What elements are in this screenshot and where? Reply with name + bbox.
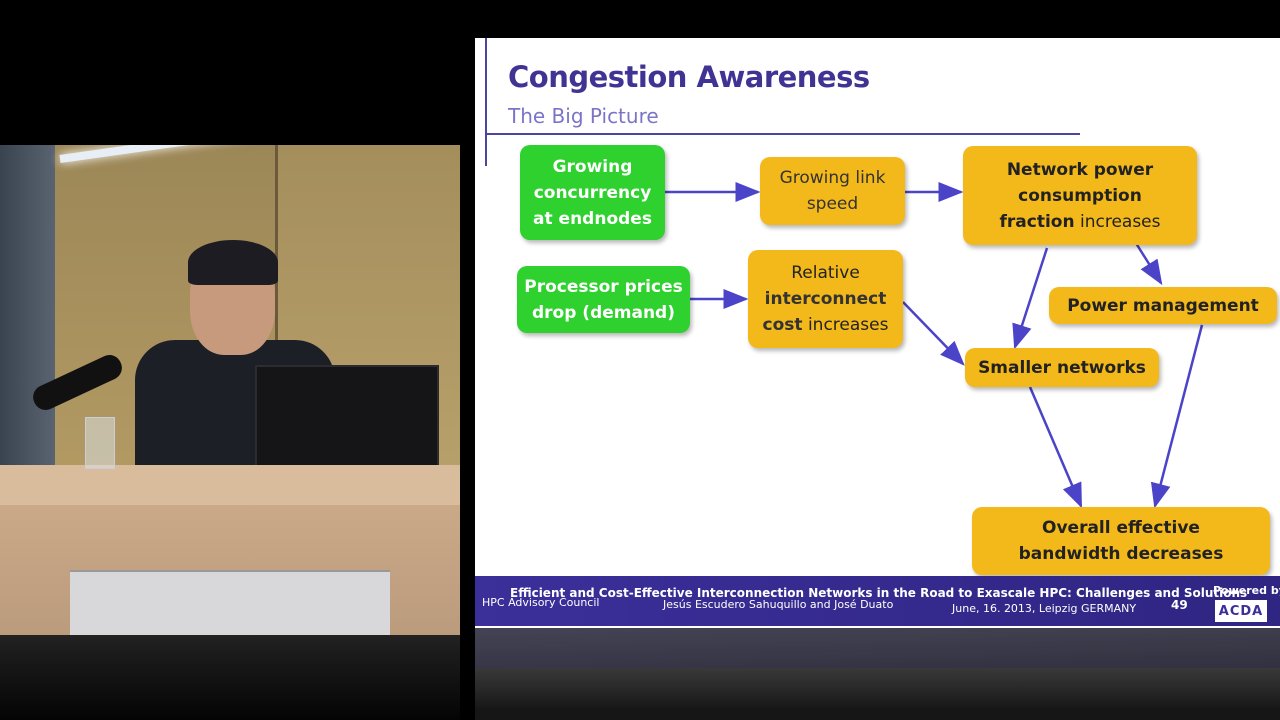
podium-top xyxy=(0,465,460,505)
slide-reflection xyxy=(475,628,1280,720)
page-number: 49 xyxy=(1171,598,1188,612)
powered-by-label: Powered by: xyxy=(1213,584,1280,597)
node-power-management: Power management xyxy=(1049,287,1277,324)
node-growing-concurrency: Growing concurrency at endnodes xyxy=(520,145,665,240)
slide-title: Congestion Awareness xyxy=(508,60,870,94)
title-rule-vertical xyxy=(485,38,487,166)
slide: Congestion Awareness The Big Picture Gro… xyxy=(475,38,1280,628)
node-smaller-networks: Smaller networks xyxy=(965,348,1159,387)
node-overall-bandwidth: Overall effective bandwidth decreases xyxy=(972,507,1270,575)
footer-authors: Jesús Escudero Sahuquillo and José Duato xyxy=(663,598,894,611)
node-network-power: Network power consumption fraction incre… xyxy=(963,146,1197,245)
arrow-smaller-to-overall xyxy=(1028,386,1083,509)
water-glass xyxy=(85,417,115,469)
video-reflection xyxy=(0,635,460,720)
node-growing-link-speed: Growing link speed xyxy=(760,157,905,225)
node-processor-prices: Processor prices drop (demand) xyxy=(517,266,690,333)
footer-org: HPC Advisory Council xyxy=(482,596,600,609)
laptop xyxy=(255,365,439,479)
arrow-power-to-powermgmt xyxy=(1132,239,1163,286)
flow-arrows xyxy=(665,182,1204,509)
footer-date: June, 16. 2013, Leipzig GERMANY xyxy=(952,602,1137,615)
title-rule-horizontal xyxy=(485,133,1080,135)
slide-subtitle: The Big Picture xyxy=(508,104,659,128)
slide-footer: Efficient and Cost-Effective Interconnec… xyxy=(475,576,1280,626)
speaker-video xyxy=(0,145,460,635)
arrow-powermgmt-to-overall xyxy=(1150,324,1204,509)
arrow-relative-to-smaller xyxy=(902,301,965,366)
reflection-band xyxy=(475,628,1280,668)
podium-grill xyxy=(70,570,390,635)
footer-title: Efficient and Cost-Effective Interconnec… xyxy=(510,586,1248,600)
acda-logo: ACDA xyxy=(1215,600,1267,622)
speaker-hair xyxy=(188,240,278,285)
arrow-power-to-smaller xyxy=(1012,247,1049,350)
node-relative-cost: Relative interconnect cost increases xyxy=(748,250,903,348)
